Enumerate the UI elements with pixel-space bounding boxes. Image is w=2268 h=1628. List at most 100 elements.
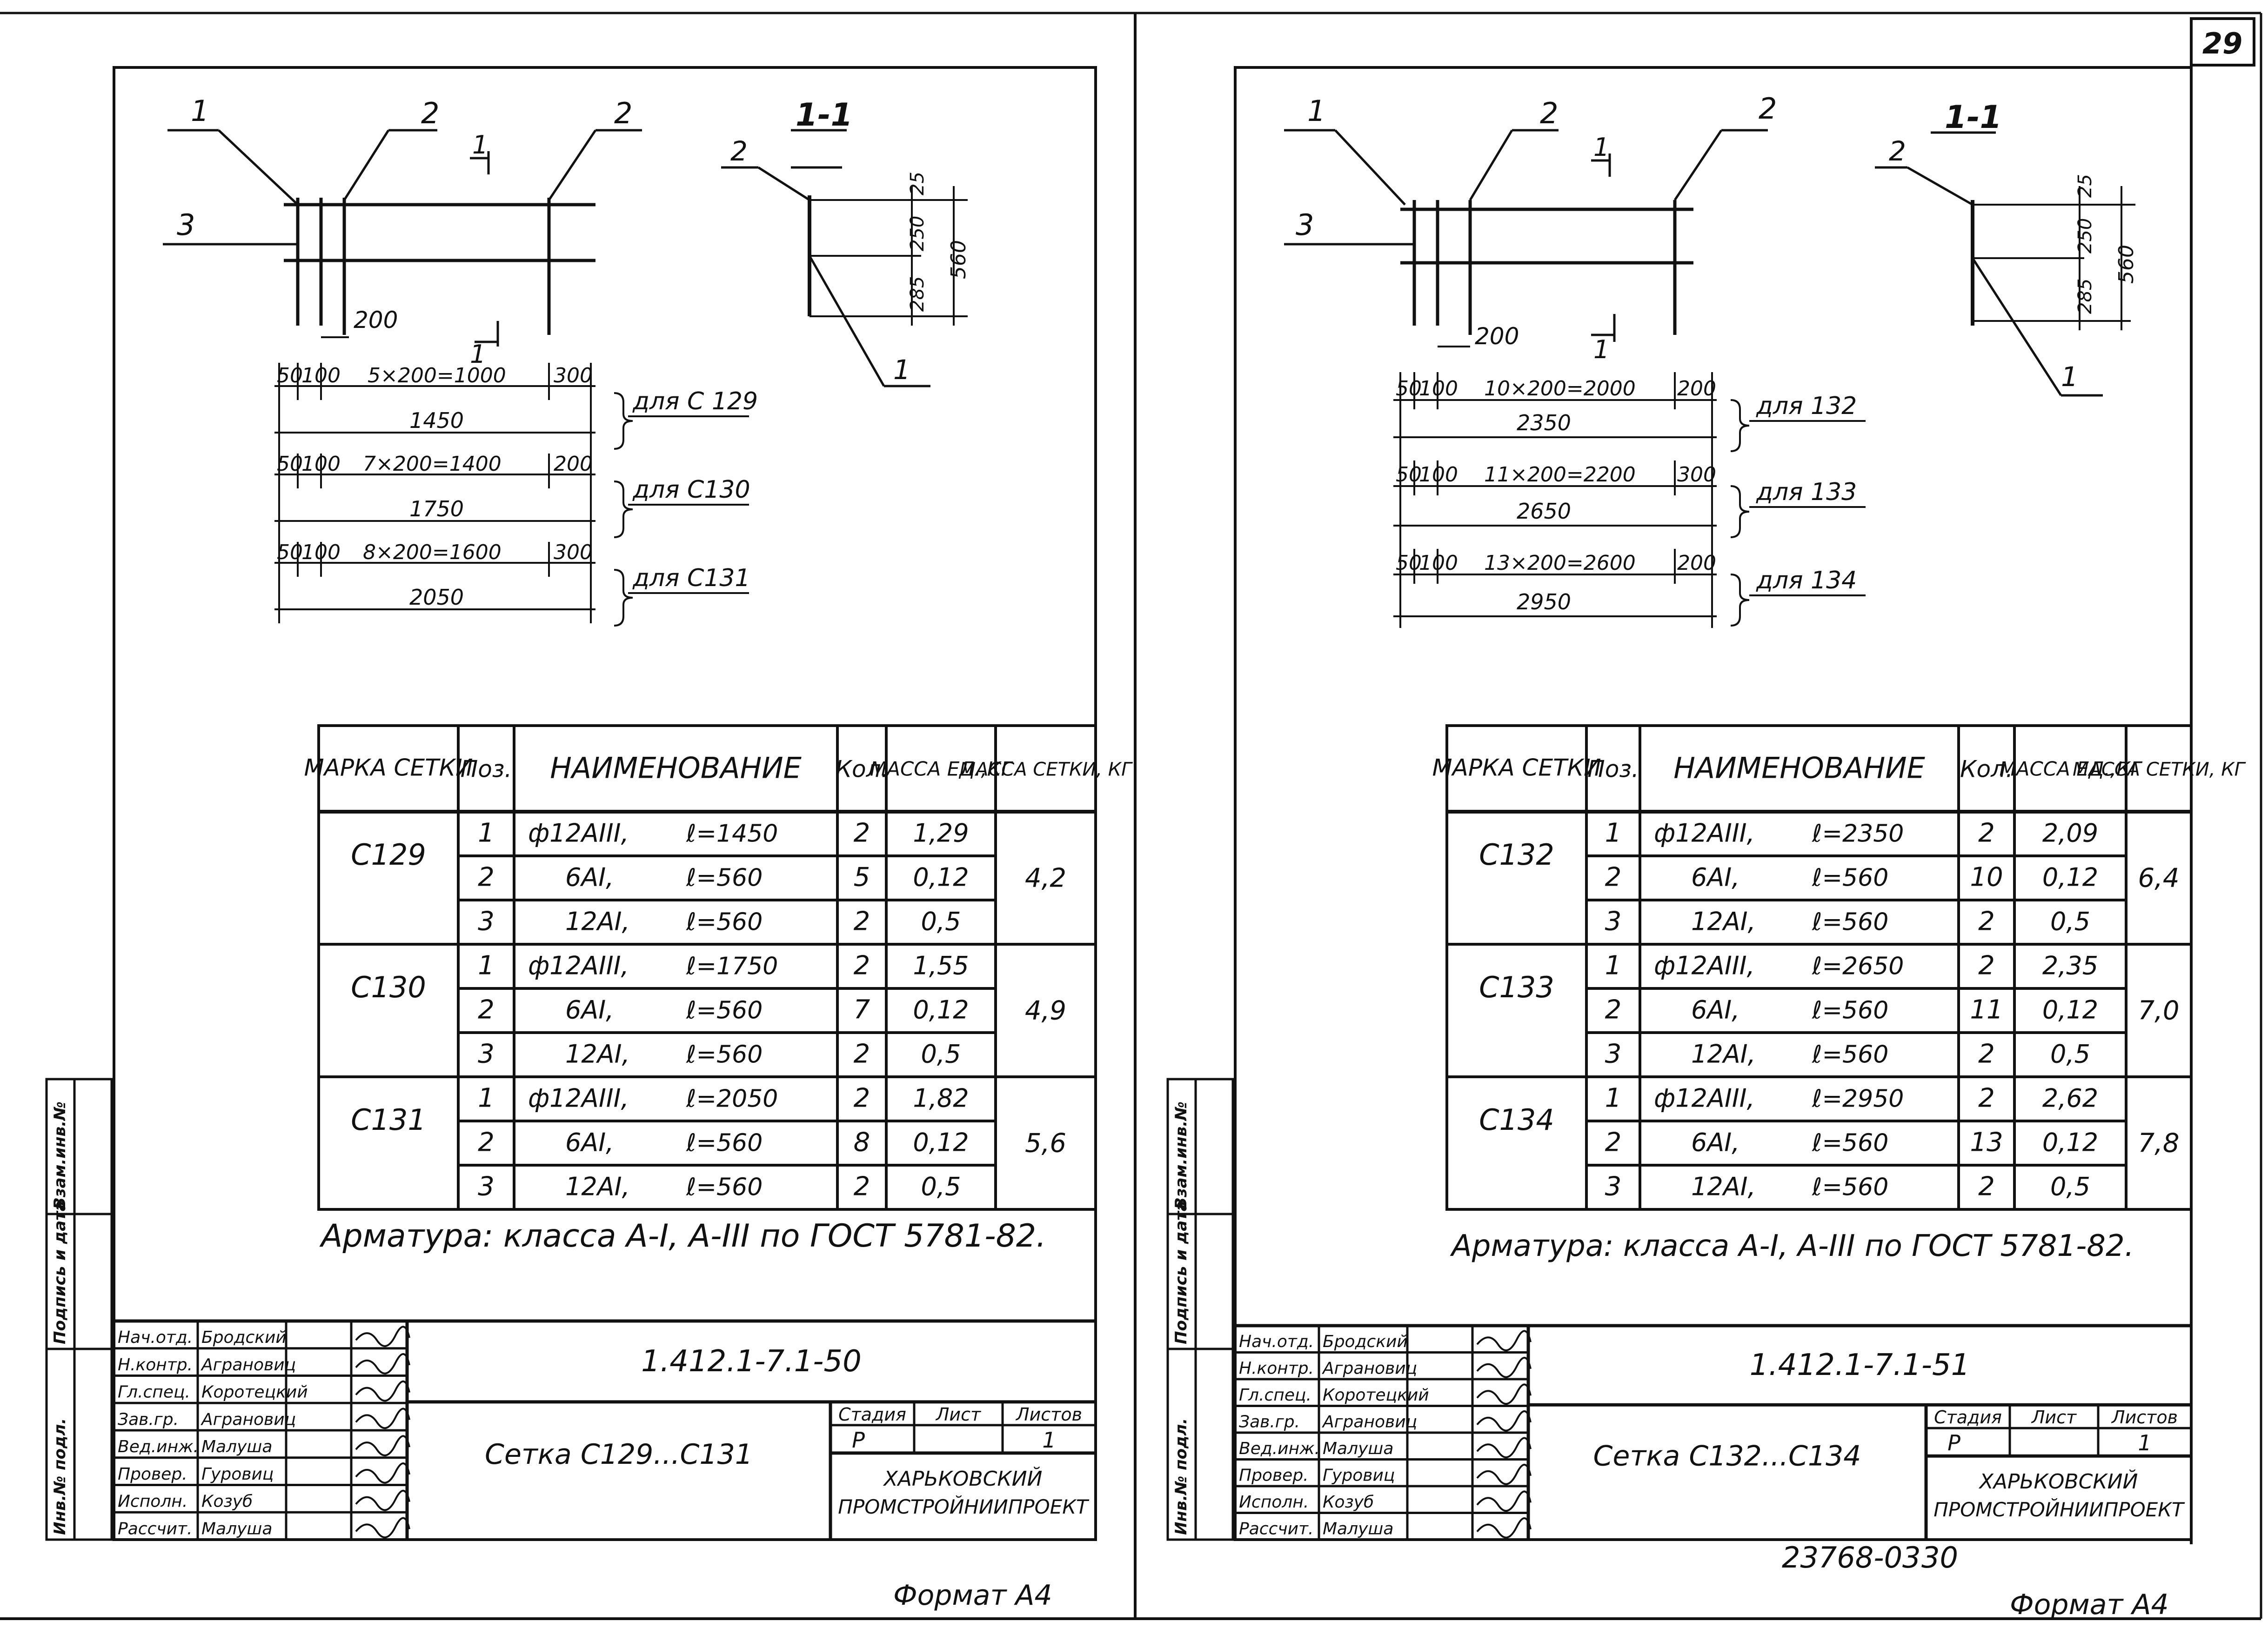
table-cell-qty: 10 [1970,862,2003,893]
dimension-rows: 50 100 10×200=2000 200 2350 для 132 50 1… [1396,377,1857,614]
dim-row-3-c: 13×200=2600 [1484,551,1636,575]
table-cell-length: ℓ=560 [686,997,763,1025]
pitch-dim: 200 [1475,323,1519,350]
label-bar-3: 3 [177,208,195,242]
signature-mark [355,1353,410,1374]
dim-row-1-c: 5×200=1000 [368,364,506,387]
section-drawing [1875,131,2135,397]
drawing-code: 1.412.1-7.1-50 [641,1344,862,1379]
dim-row-2-c: 7×200=1400 [363,452,502,476]
dim-row-1-a: 50 [277,364,303,387]
header-name: НАИМЕНОВАНИЕ [550,751,802,785]
table-cell-mass: 0,5 [921,907,961,936]
table-cell-qty: 5 [854,862,870,893]
section-dim-250: 250 [2074,218,2096,254]
dim-row-3-note: для С131 [632,564,750,592]
dim-row-2-a: 50 [277,452,303,476]
dim-row-2-note: для 133 [1756,478,1857,506]
table-cell-mass: 1,55 [913,951,969,981]
table-grid [1445,724,2193,1211]
archive-number: 23768-03 [1782,1541,1921,1575]
stamp-role: Нач.отд. [118,1328,193,1347]
section-label-1: 1 [893,354,910,386]
dim-row-1-note: для 132 [1756,392,1857,420]
dim-row-2-b: 100 [301,452,341,476]
table-cell-mass: 2,09 [2042,819,2098,848]
mesh-total-mass: 7,8 [2138,1128,2179,1159]
table-cell-name: ф12АIII, [1654,819,1755,848]
section-label-2: 2 [730,135,748,167]
signature-mark [355,1435,410,1456]
dim-row-1-c: 10×200=2000 [1484,377,1636,400]
table-cell-mass: 0,12 [913,1128,969,1157]
table-cell-length: ℓ=560 [686,1174,763,1201]
signature-mark [355,1408,410,1429]
org-line-2: ПРОМСТРОЙНИИПРОЕКТ [838,1495,1090,1518]
dim-row-2-total: 2650 [1517,499,1571,524]
signature-mark [1476,1383,1532,1405]
side-label-sign: Подпись и дата [51,1201,69,1344]
signature-mark [1476,1410,1532,1432]
header-mark: МАРКА СЕТКИ [1432,754,1601,781]
stamp-role: Провер. [118,1465,187,1484]
label-bar-1: 1 [191,94,209,128]
mesh-mark: С134 [1479,1103,1554,1137]
table-cell-mass: 0,5 [2050,1172,2090,1201]
stamp-grid [114,1319,1096,1540]
table-cell-name: ф12АIII, [1654,951,1755,981]
table-cell-name: 12АI, [565,1172,630,1201]
stamp-role: Гл.спец. [1239,1386,1311,1405]
sheet-header: Лист [935,1404,982,1425]
stage-header: Стадия [838,1404,906,1425]
signature-mark [1476,1330,1532,1352]
dim-row-3-b: 100 [1419,551,1458,575]
table-cell-length: ℓ=560 [1812,864,1888,892]
header-qty: Кол. [1960,756,2013,783]
dimension-rows: 50 100 5×200=1000 300 1450 для С 129 50 … [277,364,758,610]
dim-row-2-a: 50 [1396,463,1422,487]
dim-row-2-d: 200 [554,452,593,476]
stamp-role: Зав.гр. [118,1410,179,1429]
table-cell-name: 6АI, [565,995,614,1025]
table-cell-length: ℓ=560 [1812,997,1888,1025]
stamp-role: Рассчит. [1239,1520,1313,1539]
header-pos: Поз. [461,756,512,783]
mesh-mark: С129 [351,838,426,872]
drawing-code: 1.412.1-7.1-51 [1750,1348,1970,1382]
section-mark-bottom: 1 [470,340,486,369]
table-cell-length: ℓ=2350 [1812,820,1904,848]
stamp-name: Малуша [1323,1520,1393,1539]
table-cell-mass: 2,35 [2042,951,2098,981]
page-number: 29 [2202,27,2242,60]
table-cell-mass: 0,12 [2042,1128,2098,1157]
stamp-role: Вед.инж. [1239,1439,1320,1458]
stamp-name: Малуша [1323,1439,1393,1458]
dim-row-1-d: 200 [1677,377,1716,400]
dim-row-3-total: 2050 [409,585,464,610]
table-cell-qty: 8 [854,1128,870,1158]
table-cell-name: 6АI, [1691,863,1739,892]
table-cell-pos: 1 [1605,951,1622,981]
reinforcement-note: Арматура: класса А-I, А-III по ГОСТ 5781… [319,1218,1046,1254]
dim-row-1-note: для С 129 [632,387,758,415]
dim-row-1-b: 100 [1419,377,1458,400]
stamp-name: Аграновиц [1322,1359,1417,1378]
sheets-header: Листов [1015,1404,1082,1425]
table-cell-qty: 2 [854,951,870,981]
dim-row-1-a: 50 [1396,377,1422,400]
table-cell-name: 6АI, [1691,1128,1739,1157]
dim-row-3-a: 50 [277,540,303,564]
table-cell-length: ℓ=2650 [1812,953,1904,981]
header-unit-mass: МАССА ЕД.,КГ [870,758,1014,781]
header-pos: Поз. [1587,756,1639,783]
table-cell-name: 6АI, [565,863,614,892]
page-border [0,12,2262,1620]
signature-mark [355,1326,410,1347]
side-label-inv: Инв.№ подл. [51,1418,69,1535]
table-cell-mass: 1,82 [913,1084,969,1113]
table-cell-length: ℓ=560 [686,1129,763,1157]
table-cell-name: ф12АIII, [528,819,629,848]
mesh-plan-drawing [1284,129,1866,628]
org-line-1: ХАРЬКОВСКИЙ [1979,1469,2138,1494]
